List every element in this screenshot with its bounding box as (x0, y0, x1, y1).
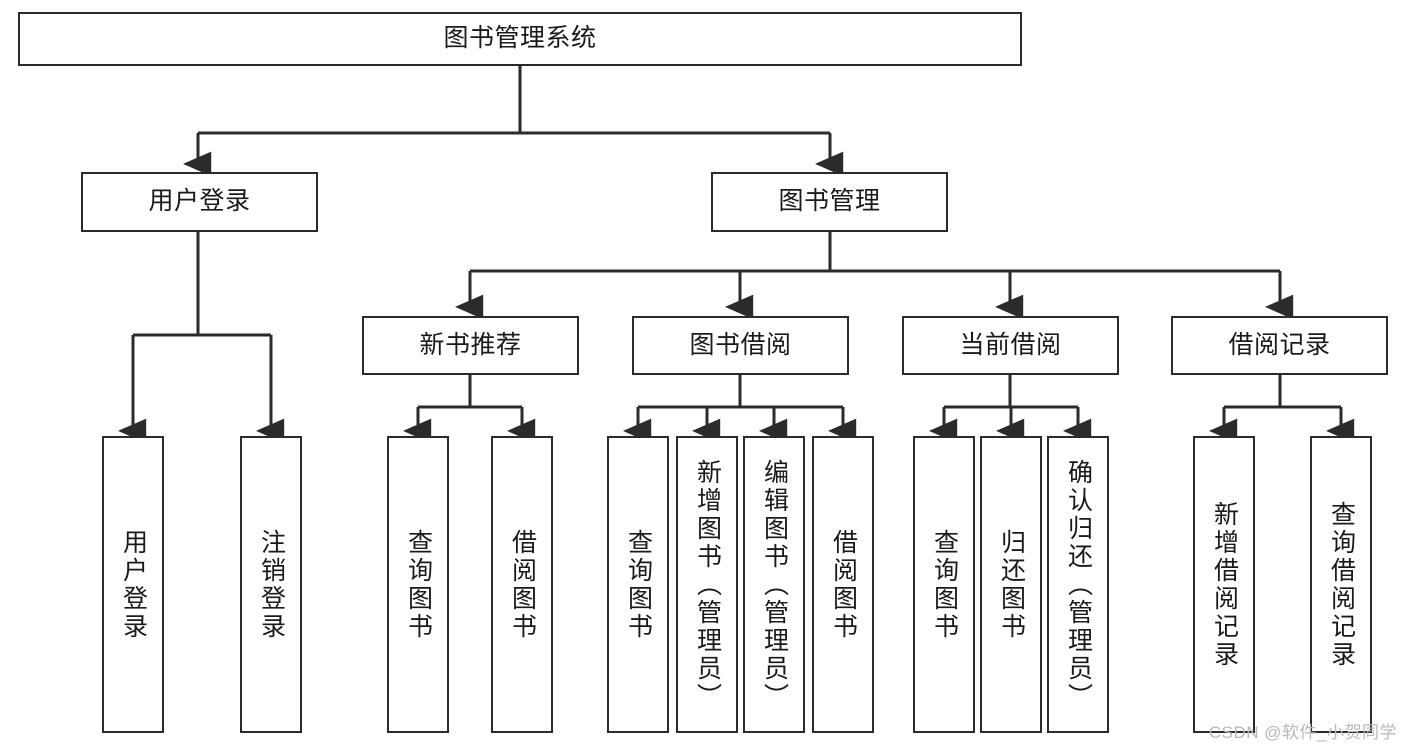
node-book-management[interactable]: 图书管理 (711, 172, 948, 232)
node-label: 图书管理系统 (443, 24, 597, 53)
node-label: 借阅记录 (1228, 330, 1331, 359)
node-root-system[interactable]: 图书管理系统 (18, 12, 1022, 66)
node-label: 编辑图书（管理员） (760, 458, 789, 711)
node-label: 图书管理 (778, 187, 881, 216)
node-label: 归还图书 (997, 528, 1026, 641)
leaf-current-return-book[interactable]: 归还图书 (980, 436, 1042, 733)
leaf-record-query-record[interactable]: 查询借阅记录 (1310, 436, 1372, 733)
node-label: 新书推荐 (419, 330, 522, 359)
node-new-book-recommend[interactable]: 新书推荐 (362, 316, 579, 375)
leaf-current-query-book[interactable]: 查询图书 (913, 436, 975, 733)
node-label: 确认归还（管理员） (1064, 458, 1093, 711)
leaf-current-confirm-return-admin[interactable]: 确认归还（管理员） (1047, 436, 1109, 733)
node-label: 用户登录 (119, 528, 148, 641)
leaf-user-login-login[interactable]: 用户登录 (102, 436, 164, 733)
leaf-borrow-add-book-admin[interactable]: 新增图书（管理员） (676, 436, 738, 733)
node-current-borrow[interactable]: 当前借阅 (902, 316, 1119, 375)
leaf-recommend-query-book[interactable]: 查询图书 (387, 436, 449, 733)
leaf-borrow-query-book[interactable]: 查询图书 (607, 436, 669, 733)
node-label: 借阅图书 (829, 528, 858, 641)
node-label: 图书借阅 (689, 330, 792, 359)
leaf-recommend-borrow-book[interactable]: 借阅图书 (491, 436, 553, 733)
leaf-user-login-logout[interactable]: 注销登录 (240, 436, 302, 733)
leaf-borrow-borrow-book[interactable]: 借阅图书 (812, 436, 874, 733)
node-label: 用户登录 (148, 187, 251, 216)
leaf-record-add-record[interactable]: 新增借阅记录 (1193, 436, 1255, 733)
watermark: CSDN @软件_小贺同学 (1208, 723, 1397, 742)
node-label: 查询图书 (624, 528, 653, 641)
node-label: 注销登录 (257, 528, 286, 641)
node-label: 新增借阅记录 (1210, 500, 1239, 669)
node-label: 新增图书（管理员） (693, 458, 722, 711)
leaf-borrow-edit-book-admin[interactable]: 编辑图书（管理员） (743, 436, 805, 733)
node-label: 借阅图书 (508, 528, 537, 641)
node-book-borrow[interactable]: 图书借阅 (632, 316, 849, 375)
node-label: 查询图书 (404, 528, 433, 641)
node-label: 当前借阅 (959, 330, 1062, 359)
node-label: 查询图书 (930, 528, 959, 641)
node-label: 查询借阅记录 (1327, 500, 1356, 669)
node-user-login[interactable]: 用户登录 (81, 172, 318, 232)
node-borrow-record[interactable]: 借阅记录 (1171, 316, 1388, 375)
